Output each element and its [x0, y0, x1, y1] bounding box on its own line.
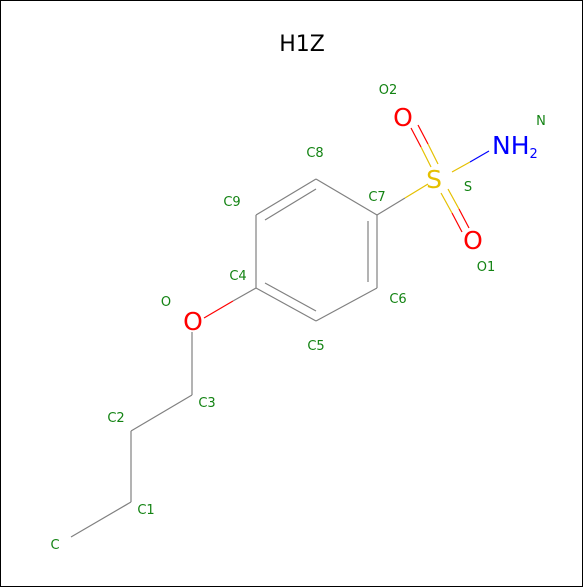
bond-s-n-blue	[469, 150, 490, 163]
bond-c7-s-yellow	[404, 183, 429, 199]
bond-s-o2-b-yellow	[427, 143, 439, 165]
label-c4: C4	[229, 269, 246, 284]
label-c9: C9	[223, 195, 240, 210]
label-s: S	[464, 180, 472, 195]
bond-s-o2-a-yellow	[420, 146, 432, 168]
bond-s-o1-a-red	[451, 212, 463, 233]
atom-o2-symbol: O	[393, 103, 413, 132]
atom-labels: C8 C9 C7 C4 C6 C5 O C3 C2 C1 C O2 N S O1	[50, 83, 545, 553]
bond-c9-c8-inner	[264, 188, 317, 221]
bond-c6-c5	[315, 287, 378, 322]
bond-c4-o	[232, 287, 257, 302]
label-c1: C1	[137, 503, 154, 518]
bond-c7-s	[376, 197, 406, 216]
label-n: N	[536, 114, 546, 129]
atom-n-subscript: 2	[530, 147, 538, 162]
bond-c5-c4	[255, 287, 317, 322]
label-o2: O2	[379, 83, 398, 98]
label-c8: C8	[306, 146, 323, 161]
bond-c1-c	[70, 501, 132, 538]
bond-c3-c2	[130, 394, 193, 432]
atom-o-symbol: O	[183, 307, 203, 336]
bond-s-o1-b-red	[458, 208, 470, 229]
bond-s-n-yellow	[451, 161, 471, 173]
hetero-bonds	[203, 124, 490, 319]
label-c3: C3	[198, 396, 215, 411]
label-c7: C7	[368, 190, 385, 205]
label-c: C	[50, 538, 59, 553]
bond-c4-o-red	[203, 300, 234, 319]
bond-s-o2-a-red	[410, 127, 422, 148]
atom-n-element: NH	[492, 131, 530, 160]
bond-s-o2-b-red	[417, 124, 429, 145]
bond-c5-c4-inner	[264, 282, 317, 312]
bonds	[70, 178, 378, 538]
diagram-title: H1Z	[279, 32, 325, 57]
label-c2: C2	[107, 411, 124, 426]
atom-o1-symbol: O	[463, 226, 483, 255]
bond-s-o1-a-yellow	[440, 192, 453, 214]
atom-s-symbol: S	[426, 165, 442, 194]
label-o: O	[161, 295, 171, 310]
label-c5: C5	[307, 339, 324, 354]
label-o1: O1	[477, 260, 496, 275]
bond-c9-c8	[255, 178, 317, 216]
label-c6: C6	[389, 292, 406, 307]
bond-s-o1-b-yellow	[447, 188, 460, 210]
atom-n-symbol: NH2	[492, 131, 538, 162]
bond-c8-c7	[315, 178, 378, 216]
